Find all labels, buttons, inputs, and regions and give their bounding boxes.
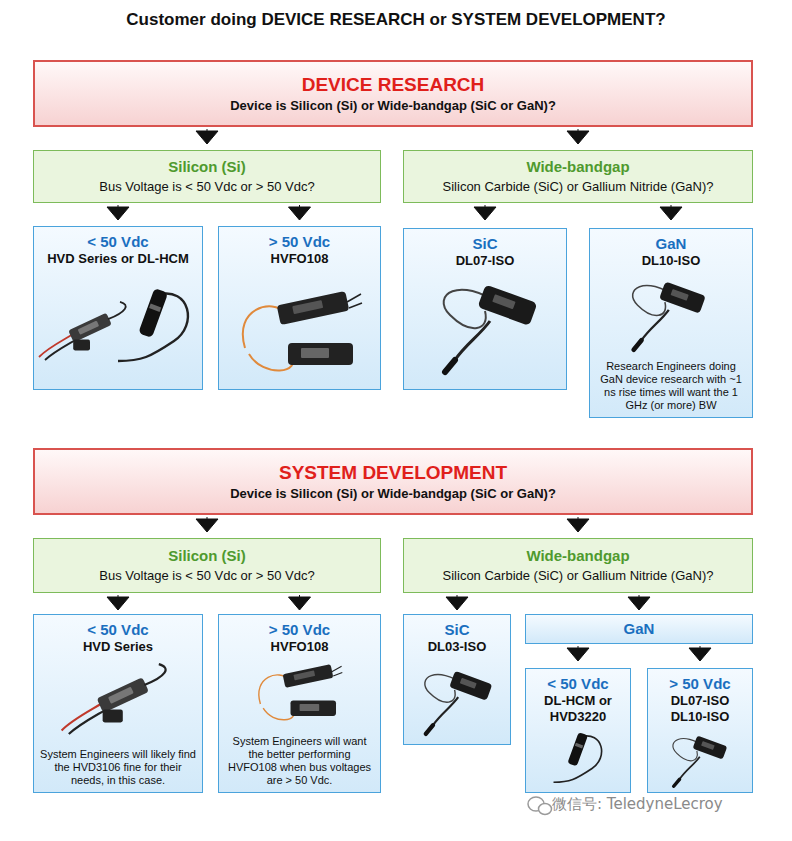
arrow-connector (628, 595, 650, 610)
category-question: Bus Voltage is < 50 Vdc or > 50 Vdc? (99, 179, 314, 195)
voltage-heading: < 50 Vdc (87, 233, 148, 251)
probe-name: DL03-ISO (428, 639, 487, 655)
category-question: Bus Voltage is < 50 Vdc or > 50 Vdc? (99, 568, 314, 584)
category-box: Silicon (Si) Bus Voltage is < 50 Vdc or >… (33, 150, 381, 203)
category-heading: Wide-bandgap (526, 547, 629, 565)
current-probe (554, 732, 602, 782)
category-box: Wide-bandgapSilicon Carbide (SiC) or Gal… (403, 538, 753, 593)
current-probe (118, 288, 188, 361)
voltage-heading: < 50 Vdc (87, 621, 148, 639)
isolated-probe (673, 736, 727, 787)
note-text: Research Engineers doing GaN device rese… (596, 360, 746, 412)
branch-heading: SYSTEM DEVELOPMENT (279, 462, 507, 484)
category-heading: GaN (624, 620, 655, 638)
probe-name: DL07-ISO DL10-ISO (654, 693, 746, 725)
arrow-connector (446, 595, 468, 610)
probe-name: DL07-ISO (456, 253, 515, 269)
branch-heading: DEVICE RESEARCH (302, 74, 485, 96)
arrow-connector (289, 595, 311, 610)
category-question: Silicon Carbide (SiC) or Gallium Nitride… (443, 179, 714, 195)
isolated-probe (425, 671, 493, 734)
arrow-connector (107, 595, 129, 610)
branch-question: Device is Silicon (Si) or Wide-bandgap (… (230, 98, 556, 114)
probe-name: HVD Series or DL-HCM (47, 251, 189, 267)
arrow-connector (689, 646, 711, 661)
category-heading: Wide-bandgap (526, 158, 629, 176)
voltage-heading: SiC (444, 621, 469, 639)
note-text: System Engineers will likely find the HV… (40, 748, 196, 787)
arrow-connector (567, 517, 589, 532)
decision-banner: DEVICE RESEARCH Device is Silicon (Si) or… (33, 60, 753, 127)
probe-box: < 50 VdcDL-HCM or HVD3220 (525, 668, 631, 793)
category-heading: Silicon (Si) (168, 158, 246, 176)
optical-probe (259, 664, 342, 720)
arrow-connector (289, 205, 311, 220)
probe-box: < 50 VdcHVD Series or DL-HCM (33, 226, 203, 390)
voltage-heading: SiC (472, 235, 497, 253)
probe-name: HVFO108 (271, 639, 329, 655)
hvd-probe (62, 664, 166, 734)
watermark: 微信号: TeledyneLecroy (552, 795, 723, 813)
isolated-probe (633, 281, 706, 349)
probe-box: GaN (525, 614, 753, 644)
hvd-probe (39, 302, 126, 360)
branch-question: Device is Silicon (Si) or Wide-bandgap (… (230, 486, 556, 502)
arrow-connector (196, 517, 218, 532)
category-heading: Silicon (Si) (168, 547, 246, 565)
probe-box: GaNDL10-ISO Research Engineers doing GaN … (589, 228, 753, 418)
voltage-heading: > 50 Vdc (669, 675, 730, 693)
category-box: Wide-bandgapSilicon Carbide (SiC) or Gal… (403, 150, 753, 203)
category-question: Silicon Carbide (SiC) or Gallium Nitride… (443, 568, 714, 584)
wechat-icon (528, 797, 552, 815)
probe-name: DL10-ISO (642, 253, 701, 269)
page-title: Customer doing DEVICE RESEARCH or SYSTEM… (126, 10, 665, 29)
probe-name: HVD Series (83, 639, 153, 655)
voltage-heading: < 50 Vdc (547, 675, 608, 693)
note-text: System Engineers will want the better pe… (225, 735, 374, 787)
voltage-heading: > 50 Vdc (269, 621, 330, 639)
isolated-probe (444, 284, 538, 372)
probe-name: HVFO108 (271, 251, 329, 267)
probe-box: > 50 VdcDL07-ISO DL10-ISO (647, 668, 753, 793)
arrow-connector (567, 129, 589, 144)
voltage-heading: > 50 Vdc (269, 233, 330, 251)
arrow-connector (660, 205, 682, 220)
arrow-connector (107, 205, 129, 220)
decision-banner: SYSTEM DEVELOPMENT Device is Silicon (Si)… (33, 448, 753, 515)
voltage-heading: GaN (656, 235, 687, 253)
category-box: Silicon (Si) Bus Voltage is < 50 Vdc or >… (33, 538, 381, 593)
optical-probe (243, 291, 362, 371)
probe-name: DL-HCM or HVD3220 (532, 693, 624, 725)
arrow-connector (474, 205, 496, 220)
arrow-connector (196, 129, 218, 144)
arrow-connector (567, 646, 589, 661)
